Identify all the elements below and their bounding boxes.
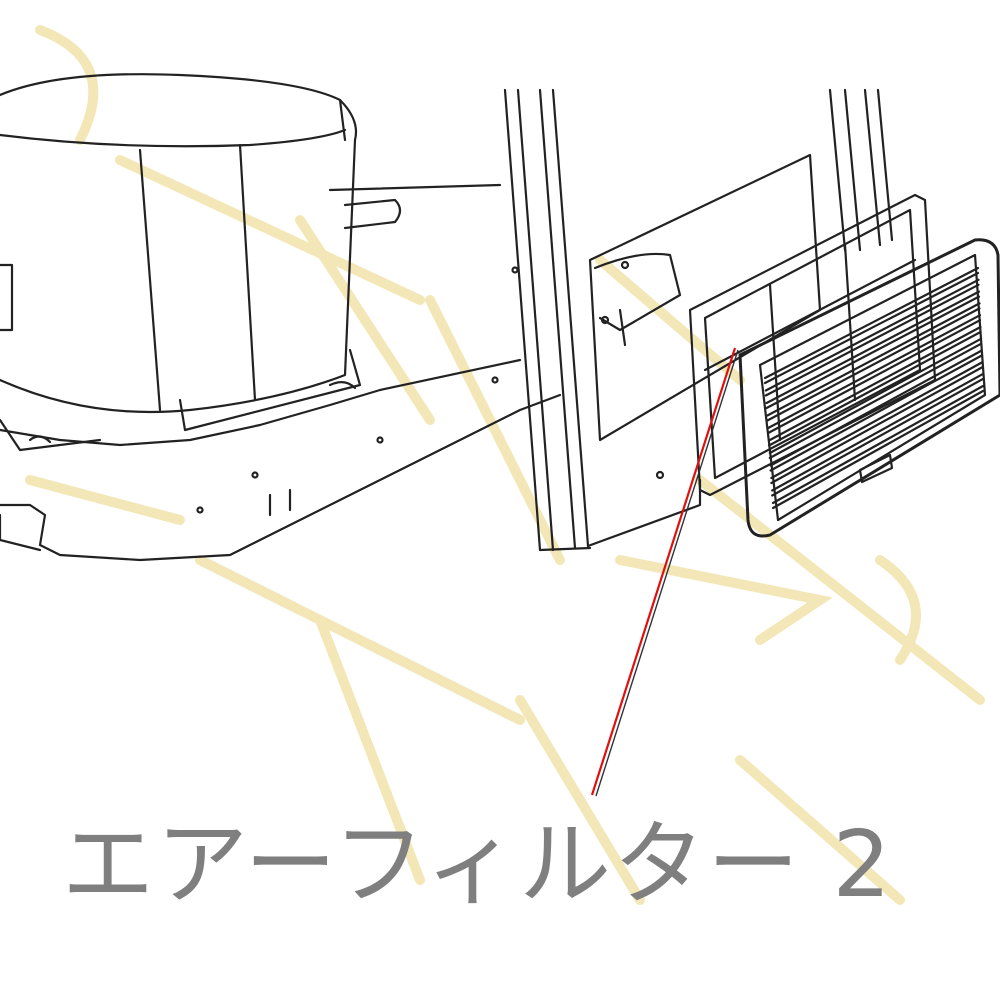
grille-slat-edge — [771, 389, 985, 510]
grille-slat-edge — [763, 271, 980, 385]
grille-slat-edge — [770, 366, 984, 485]
leader-line-shadow — [595, 349, 739, 797]
grille-slat-edge — [769, 354, 983, 472]
grille-slat — [770, 361, 984, 480]
grille-slat-edge — [771, 378, 984, 497]
base-plate — [0, 183, 562, 562]
grille-slat-edge — [766, 307, 981, 422]
grille-slat — [767, 314, 982, 430]
grille-slat-edge — [768, 342, 983, 460]
grille-slat — [764, 278, 980, 392]
grille-slat — [771, 384, 985, 505]
grille-slat — [767, 325, 982, 442]
grille-slat — [768, 337, 983, 455]
part-label: エアーフィルター 2 — [62, 811, 893, 918]
line-art — [0, 73, 1000, 562]
grille-slats — [763, 266, 985, 510]
frame-column — [503, 88, 894, 552]
motor — [0, 73, 402, 452]
grille-slat-edge — [767, 319, 982, 435]
grille-slat-edge — [764, 283, 980, 397]
grille — [738, 238, 1000, 538]
grille-slat — [769, 349, 983, 467]
grille-slat-edge — [767, 330, 982, 447]
grille-slat — [765, 290, 981, 405]
air-filter — [688, 193, 937, 497]
leader-line — [590, 347, 737, 796]
grille-slat — [771, 373, 984, 492]
grille-slat — [763, 266, 980, 380]
grille-slat-edge — [765, 295, 981, 410]
grille-slat — [766, 302, 981, 417]
